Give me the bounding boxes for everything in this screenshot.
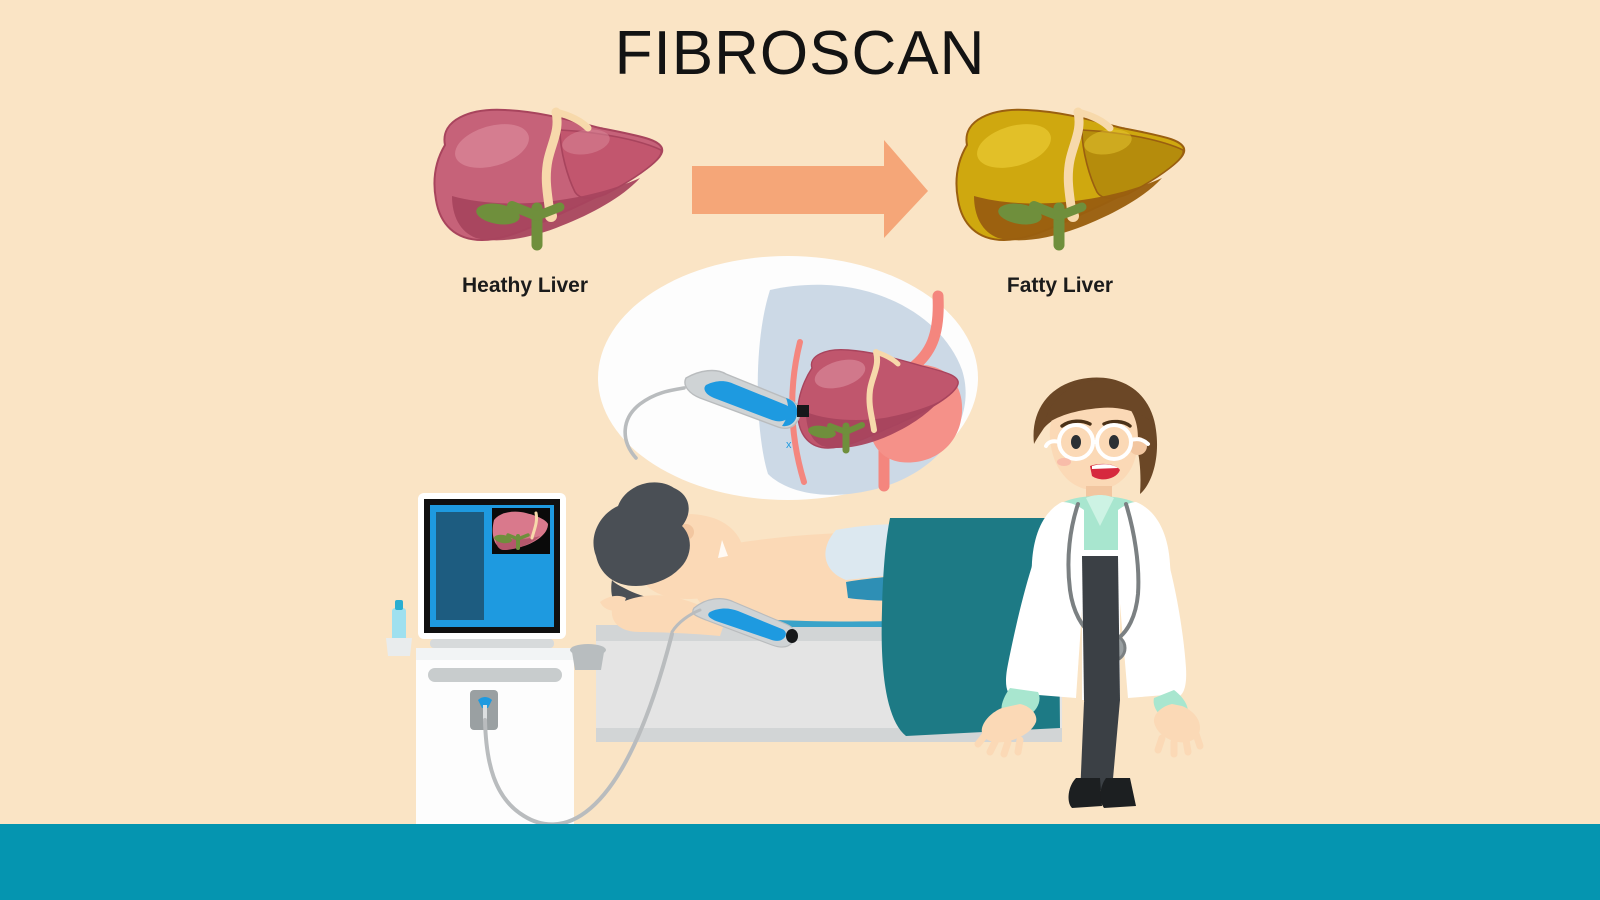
page-title: FIBROSCAN [614, 19, 986, 88]
fatty-liver-label: Fatty Liver [1006, 274, 1114, 297]
ultrasound-probe-callout [623, 369, 809, 460]
healthy-liver-label: Heathy Liver [461, 274, 589, 297]
fibroscan-machine [386, 600, 674, 828]
transition-arrow [692, 140, 928, 238]
patient-on-bed [593, 482, 1060, 736]
monitor-side-panel [436, 512, 484, 620]
fatty-liver-illustration [955, 107, 1186, 251]
probe-port[interactable] [470, 690, 498, 730]
ultrasound-probe-in-hand [670, 598, 798, 648]
fibroscan-monitor [418, 493, 566, 648]
cup-holder [570, 644, 606, 670]
glasses-icon [1044, 423, 1150, 461]
water-bottle [386, 600, 412, 656]
liver-comparison-diagram [433, 107, 1186, 251]
healthy-liver-illustration [433, 107, 664, 251]
probe-marker-x: x [786, 439, 792, 451]
liver-scan-inset [492, 508, 550, 554]
scan-scene: x [386, 256, 1204, 828]
ultrasound-callout-bubble: x [598, 256, 978, 500]
doctor-figure [974, 377, 1204, 808]
bottom-accent-bar [0, 824, 1600, 900]
